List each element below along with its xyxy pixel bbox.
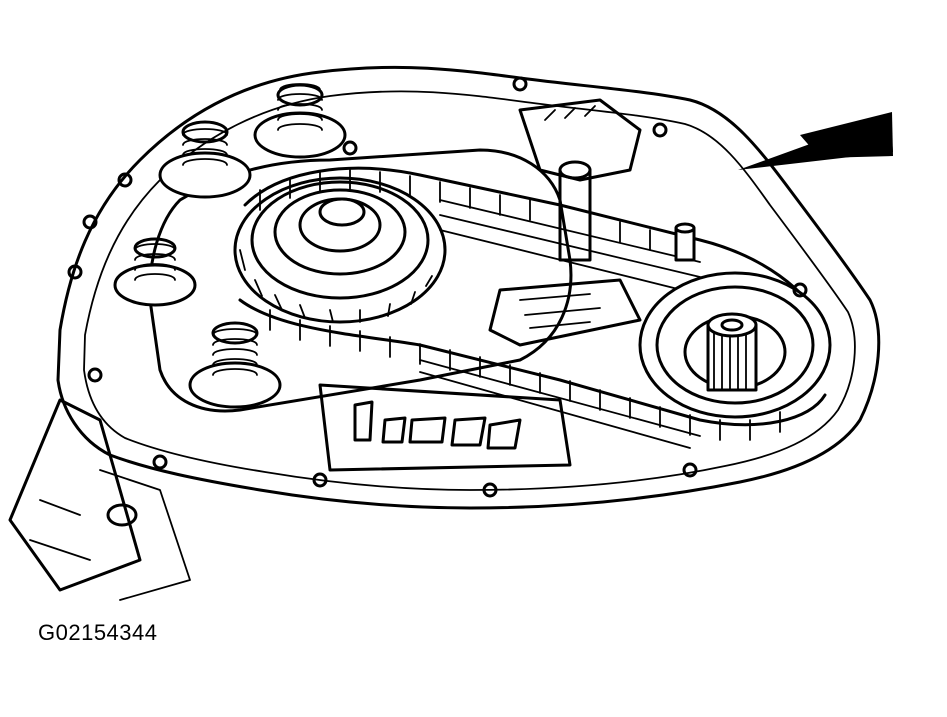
lower-cutouts (318, 383, 572, 472)
spring-4 (188, 321, 282, 409)
shift-fork (518, 98, 642, 262)
spring-3 (113, 237, 197, 307)
locating-pin (674, 222, 696, 262)
spring-2 (158, 120, 252, 199)
center-plate (488, 278, 642, 347)
callout-arrow (738, 112, 893, 170)
lower-bracket (8, 398, 191, 601)
driven-sprocket (638, 271, 832, 419)
gasket-contour (148, 148, 573, 413)
bolt-holes (67, 76, 808, 498)
figure-id-label: G02154344 (38, 620, 158, 645)
spring-1 (253, 83, 347, 159)
case-housing (56, 65, 881, 510)
drive-sprocket (233, 176, 447, 324)
